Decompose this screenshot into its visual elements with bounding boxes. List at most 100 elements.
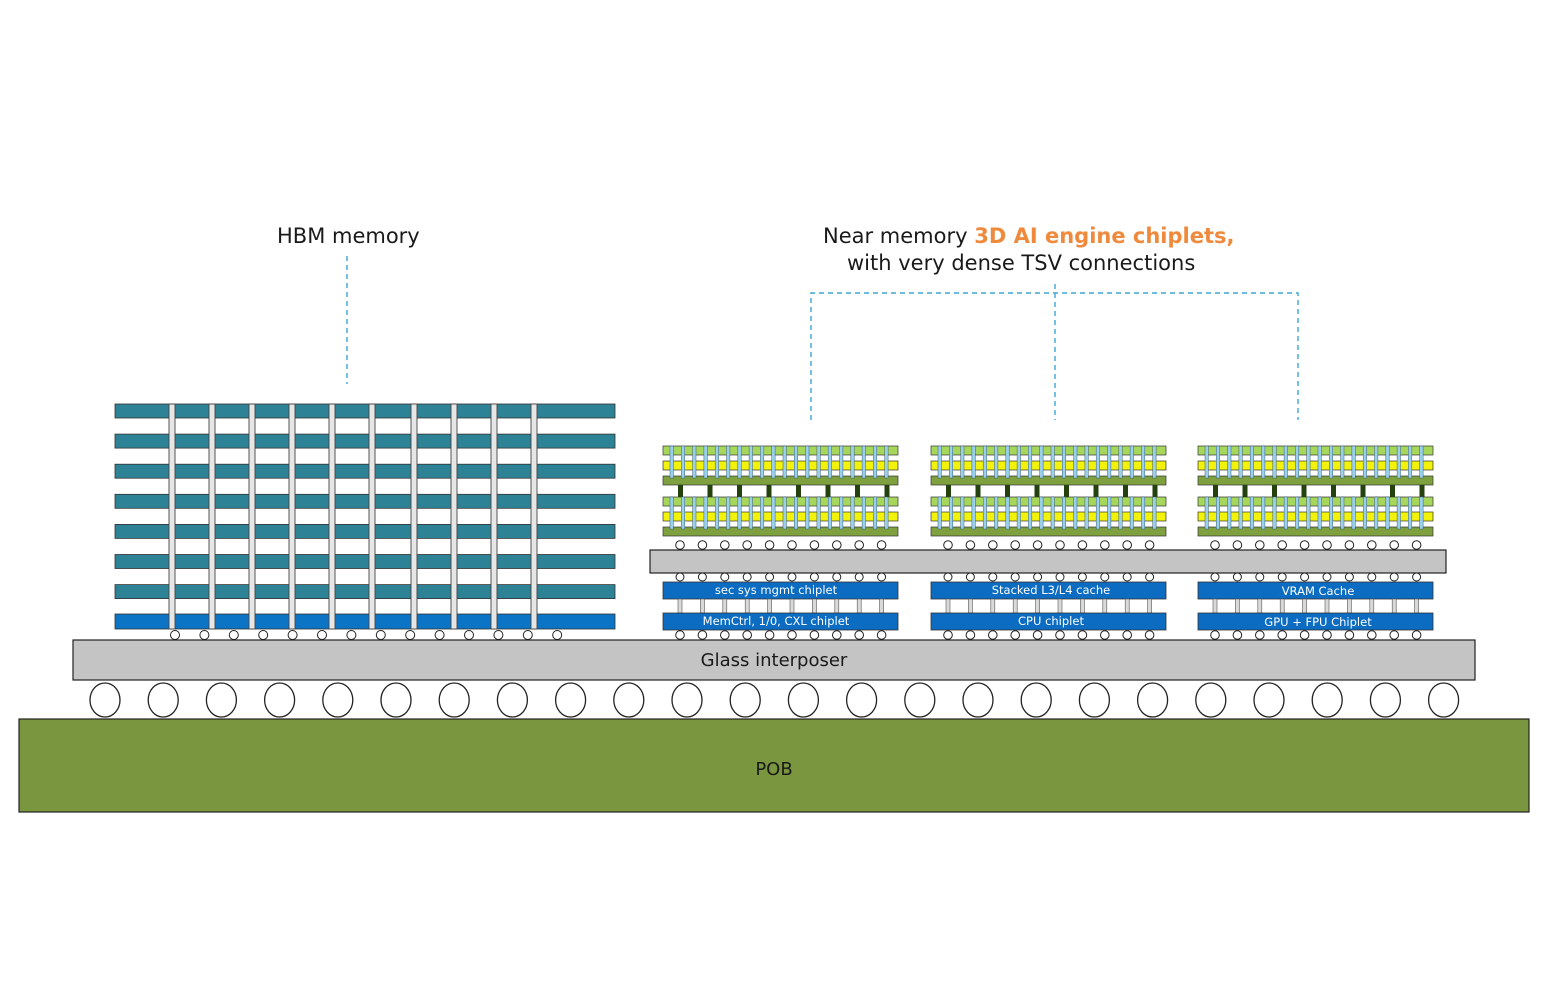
dense-tsv — [1419, 496, 1424, 530]
dense-tsv — [1385, 445, 1390, 479]
chiplet-microbump — [1344, 540, 1355, 550]
dense-tsv — [1362, 445, 1367, 479]
dense-tsv — [960, 496, 965, 530]
chiplet-microbump — [943, 540, 953, 550]
interposer-microbump — [787, 630, 797, 640]
ai-engine-layer — [930, 526, 1167, 537]
dense-tsv — [1084, 445, 1089, 479]
dense-tsv — [1216, 445, 1220, 479]
chiplet-microbump — [1055, 540, 1065, 550]
interposer-microbump — [876, 630, 887, 640]
dense-tsv — [1272, 445, 1277, 479]
chiplet-leader-bracket — [810, 292, 1299, 420]
chip-pillar — [1324, 598, 1330, 614]
board-solder-ball — [962, 682, 994, 718]
board-solder-ball — [729, 682, 761, 718]
bridge-microbump — [1033, 572, 1043, 582]
ai-engine-link — [1390, 485, 1395, 497]
dense-tsv — [1396, 445, 1401, 479]
ai-engine-link — [1005, 485, 1010, 497]
ai-engine-layer — [930, 511, 1167, 522]
hbm-layer — [114, 524, 616, 539]
ai-engine-layer — [662, 445, 899, 456]
near-memory-prefix: Near memory — [823, 224, 975, 248]
dense-tsv — [669, 445, 674, 479]
interposer-microbump — [965, 630, 976, 640]
dense-tsv — [949, 496, 953, 530]
chiplet-microbump — [720, 540, 730, 550]
dense-tsv — [1118, 445, 1123, 479]
board-solder-ball — [613, 682, 645, 718]
interposer-microbump — [697, 630, 708, 640]
dense-tsv — [794, 445, 798, 479]
chip-pillar — [1102, 598, 1108, 614]
dense-tsv — [1129, 445, 1134, 479]
chiplet-microbump — [1144, 540, 1155, 550]
chiplet-microbump — [965, 540, 976, 550]
dense-tsv — [1317, 445, 1322, 479]
dense-tsv — [1141, 496, 1146, 530]
dense-tsv — [994, 445, 999, 479]
dense-tsv — [960, 445, 965, 479]
bridge-microbump — [1100, 572, 1110, 582]
bridge-microbump — [1367, 572, 1377, 582]
hbm-layer — [114, 554, 616, 569]
interposer-microbump — [1411, 630, 1422, 640]
bridge-microbump — [1122, 572, 1132, 582]
ai-engine-link — [678, 485, 683, 497]
board-solder-ball — [1020, 682, 1052, 718]
ai-engine-layer — [1197, 460, 1434, 471]
chip-pillar — [856, 598, 862, 614]
near-memory-label: Near memory 3D AI engine chiplets, — [823, 224, 1234, 248]
hbm-layer — [114, 493, 616, 509]
hbm-microbump — [317, 630, 327, 640]
dense-tsv — [1396, 496, 1401, 530]
dense-tsv — [1028, 445, 1033, 479]
ai-engine-link — [1152, 485, 1158, 497]
chip-pillar — [1347, 598, 1352, 614]
chip-pillar — [1235, 598, 1240, 614]
chiplet-microbump — [675, 540, 685, 550]
dense-tsv — [949, 445, 953, 479]
bridge-microbump — [1277, 572, 1287, 582]
glass-interposer — [72, 639, 1476, 681]
dense-tsv — [861, 496, 866, 530]
ai-engine-layer — [1197, 511, 1434, 522]
bridge-microbump — [1300, 572, 1310, 582]
bridge-microbump — [1010, 572, 1020, 582]
dense-tsv — [1249, 496, 1254, 530]
pob-label: POB — [755, 759, 792, 780]
board-solder-ball — [1369, 682, 1402, 718]
chip-pillar — [1057, 598, 1063, 614]
board-solder-ball — [671, 682, 703, 718]
bottom-blue-chip — [662, 612, 899, 631]
ai-engine-link — [1360, 485, 1366, 497]
dense-tsv — [994, 496, 999, 530]
hbm-microbump — [522, 630, 533, 640]
board-solder-ball — [1195, 682, 1227, 718]
dense-tsv — [1107, 496, 1112, 530]
hbm-microbump — [258, 630, 269, 640]
dense-tsv — [1107, 445, 1112, 479]
upper-interposer-bridge — [649, 549, 1447, 574]
chip-pillar — [1279, 598, 1285, 614]
interposer-microbump — [1299, 630, 1310, 640]
hbm-microbump — [464, 630, 474, 640]
ai-engine-link — [1242, 485, 1248, 497]
hbm-layer — [114, 463, 616, 479]
ai-engine-link — [946, 485, 951, 497]
dense-tsv — [1272, 496, 1277, 530]
dense-tsv — [1073, 496, 1078, 530]
chip-pillar — [945, 598, 951, 614]
chip-pillar — [1302, 598, 1307, 614]
chip-pillar — [968, 598, 973, 614]
dense-tsv — [937, 496, 942, 530]
dense-tsv — [726, 445, 731, 479]
dense-tsv — [1152, 496, 1157, 530]
stack-1-bottom-chip-label: MemCtrl, 1/0, CXL chiplet — [703, 614, 850, 628]
chiplet-microbump — [1277, 540, 1287, 550]
chiplet-microbump — [832, 540, 842, 550]
bridge-microbump — [1210, 572, 1220, 582]
ai-engine-layer — [662, 496, 899, 507]
